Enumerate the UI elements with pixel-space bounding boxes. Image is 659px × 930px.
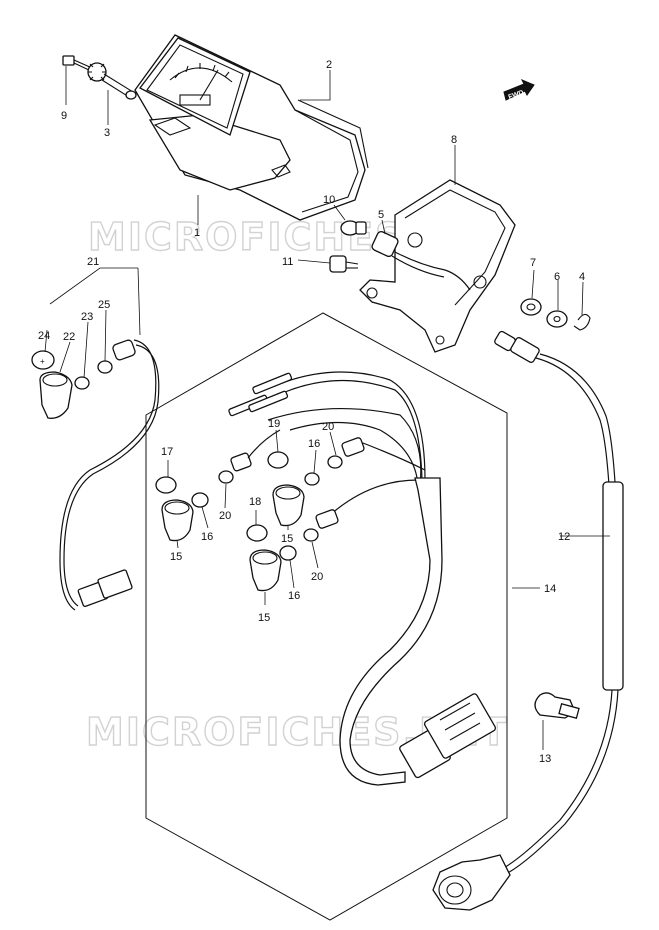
washer-part-6 xyxy=(546,310,568,328)
callout-17: 17 xyxy=(161,446,173,458)
callout-12: 12 xyxy=(558,531,570,543)
seal-part-23 xyxy=(74,376,90,390)
leader-lines xyxy=(44,66,610,750)
cover-part-15-b xyxy=(272,484,305,527)
socket-part-20-b xyxy=(327,437,365,469)
grommet-part-7 xyxy=(520,298,542,316)
socket-cover-part-22 xyxy=(39,371,73,419)
callout-3: 3 xyxy=(104,127,110,139)
callout-15-b: 15 xyxy=(281,533,293,545)
bracket-part-8 xyxy=(359,179,516,353)
callout-20-a: 20 xyxy=(219,510,231,522)
clip-part-4 xyxy=(573,313,591,331)
screw-part-11 xyxy=(329,255,359,273)
callout-16-a: 16 xyxy=(201,531,213,543)
lamp-cap-part-24: + xyxy=(31,350,55,370)
callout-7: 7 xyxy=(530,257,536,269)
callout-16-b: 16 xyxy=(308,438,320,450)
bolt-part-9 xyxy=(62,55,93,72)
seal-part-16-c xyxy=(279,545,297,561)
cover-part-15-a xyxy=(161,499,194,542)
socket-part-20-c xyxy=(303,509,339,542)
callout-labels: 9 3 2 1 8 10 5 11 7 6 4 12 13 14 21 24 2… xyxy=(38,59,585,765)
callout-19: 19 xyxy=(268,418,280,430)
bulb-part-10 xyxy=(340,220,367,236)
seal-part-16-b xyxy=(304,472,320,486)
callout-22: 22 xyxy=(63,331,75,343)
callout-14: 14 xyxy=(544,583,556,595)
callout-15-c: 15 xyxy=(258,612,270,624)
callout-15-a: 15 xyxy=(170,551,182,563)
gear-shaft-part-3 xyxy=(87,62,137,100)
cap-part-17 xyxy=(155,476,177,494)
cable-clamp-part-13 xyxy=(534,692,580,719)
speedometer-cable-part-12 xyxy=(432,330,624,911)
callout-10: 10 xyxy=(323,194,335,206)
bracket-leader-part-21 xyxy=(49,267,141,336)
cover-part-15-c xyxy=(249,549,282,592)
callout-11: 11 xyxy=(282,256,293,268)
callout-4: 4 xyxy=(579,271,585,283)
wire-harness-part-21 xyxy=(59,339,160,611)
callout-16-c: 16 xyxy=(288,590,300,602)
socket-part-19-assembly xyxy=(218,429,281,484)
socket-part-5 xyxy=(371,230,471,291)
callout-8: 8 xyxy=(451,134,457,146)
svg-text:+: + xyxy=(40,357,45,366)
callout-13: 13 xyxy=(539,753,551,765)
harness-group-box-part-14 xyxy=(145,312,508,921)
callout-5: 5 xyxy=(378,209,384,221)
callout-25: 25 xyxy=(98,299,110,311)
callout-20-c: 20 xyxy=(311,571,323,583)
seal-part-16-a xyxy=(191,492,209,508)
callout-21: 21 xyxy=(87,256,99,268)
speedometer-dial xyxy=(169,63,233,106)
callout-23: 23 xyxy=(81,311,93,323)
callout-6: 6 xyxy=(554,271,560,283)
callout-18: 18 xyxy=(249,496,261,508)
callout-20-b: 20 xyxy=(322,421,334,433)
wire-harness-part-14 xyxy=(228,371,497,786)
fwd-arrow-icon: FWD xyxy=(503,79,535,101)
bulb-part-25 xyxy=(97,339,136,374)
callout-9: 9 xyxy=(61,110,67,122)
cap-part-18 xyxy=(246,524,268,542)
callout-2: 2 xyxy=(326,59,332,71)
cap-part-19 xyxy=(267,451,289,469)
callout-1: 1 xyxy=(194,227,200,239)
meter-body-part-1 xyxy=(139,37,291,191)
callout-24: 24 xyxy=(38,330,50,342)
